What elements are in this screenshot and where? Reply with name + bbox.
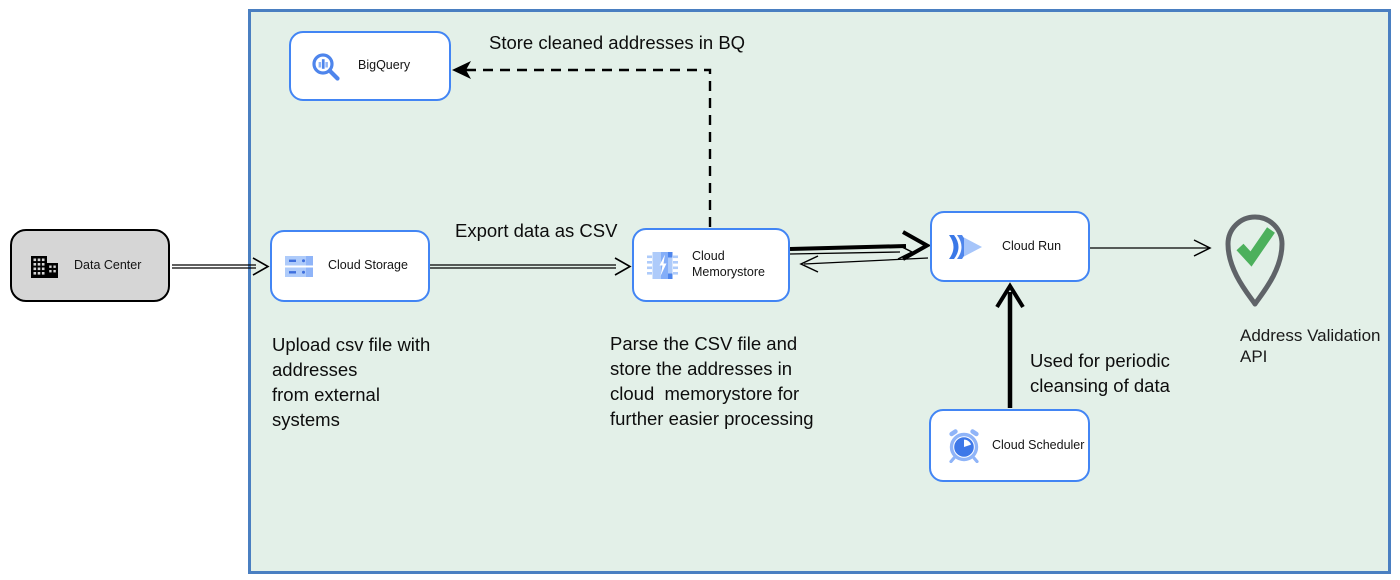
bigquery-icon: [312, 52, 340, 81]
node-cloud-scheduler: Cloud Scheduler: [929, 409, 1090, 482]
scheduler-icon: [949, 428, 979, 463]
node-label: BigQuery: [358, 58, 411, 73]
node-label: Cloud Scheduler: [992, 437, 1085, 452]
node-bigquery: BigQuery: [289, 31, 451, 101]
annotation-parse-note: Parse the CSV file and store the address…: [610, 333, 814, 430]
annotation-upload-note: Upload csv file with addresses from exte…: [272, 334, 431, 431]
node-data-center: Data Center: [10, 229, 170, 302]
annotation-scheduler-note: Used for periodic cleansing of data: [1030, 350, 1170, 397]
node-label: Cloud Storage: [328, 258, 408, 273]
node-label: Cloud Memorystore: [692, 249, 765, 279]
node-cloud-storage: Cloud Storage: [270, 230, 430, 302]
memorystore-icon: [647, 251, 678, 279]
node-cloud-run: Cloud Run: [930, 211, 1090, 282]
annotation-export-csv: Export data as CSV: [455, 220, 618, 241]
node-label: Cloud Run: [1002, 238, 1062, 253]
cloud-storage-icon: [285, 255, 313, 277]
address-validation-label: Address Validation API: [1240, 326, 1381, 367]
node-cloud-memorystore: Cloud Memorystore: [632, 228, 790, 302]
cloud-run-icon: [949, 234, 982, 259]
location-pin-check-icon: [1225, 214, 1285, 307]
cloud-boundary-container: [248, 9, 1391, 574]
annotation-store-bq: Store cleaned addresses in BQ: [489, 32, 746, 53]
node-label: Data Center: [74, 257, 142, 272]
building-icon: [31, 255, 58, 278]
